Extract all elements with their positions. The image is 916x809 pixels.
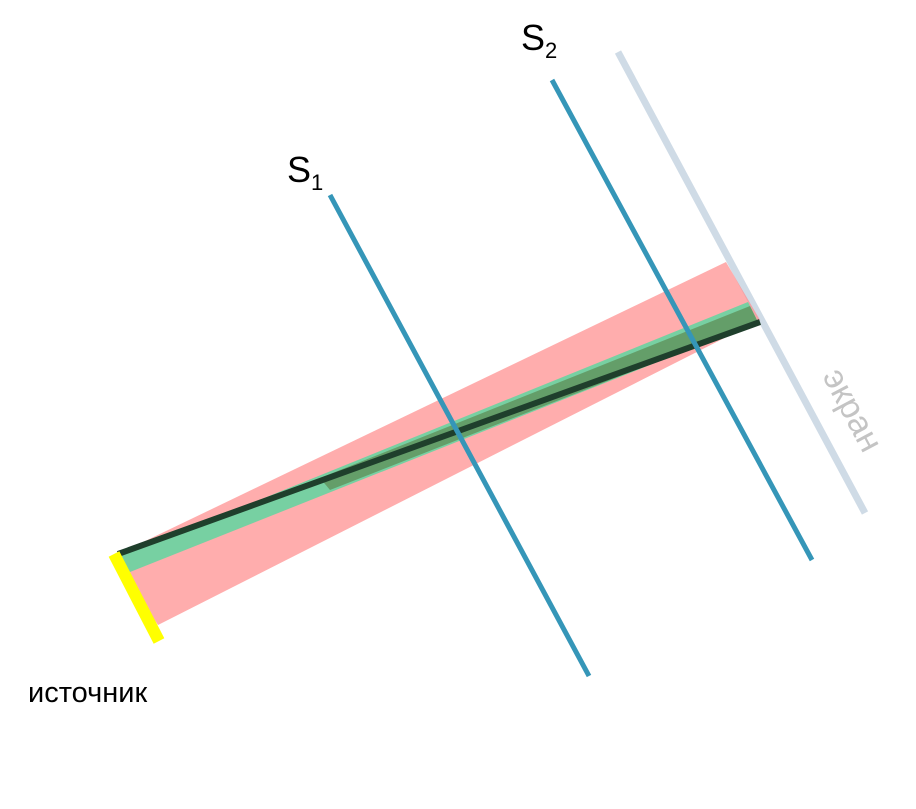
slit-s2-label-main: S (521, 17, 545, 58)
overlap-band (320, 306, 758, 490)
light-source-bar (108, 551, 165, 644)
slit-s2-line (549, 78, 815, 562)
slit-s1-line (327, 193, 592, 678)
central-ray (116, 319, 762, 557)
slit-s2-label: S2 (521, 17, 557, 63)
screen-line (614, 50, 869, 515)
slit-s1-label: S1 (287, 149, 323, 195)
slit-s1-label-sub: 1 (311, 170, 323, 195)
source-label: источник (28, 677, 147, 709)
slit-s1-label-main: S (287, 149, 311, 190)
slit-s2-label-sub: 2 (545, 38, 557, 63)
